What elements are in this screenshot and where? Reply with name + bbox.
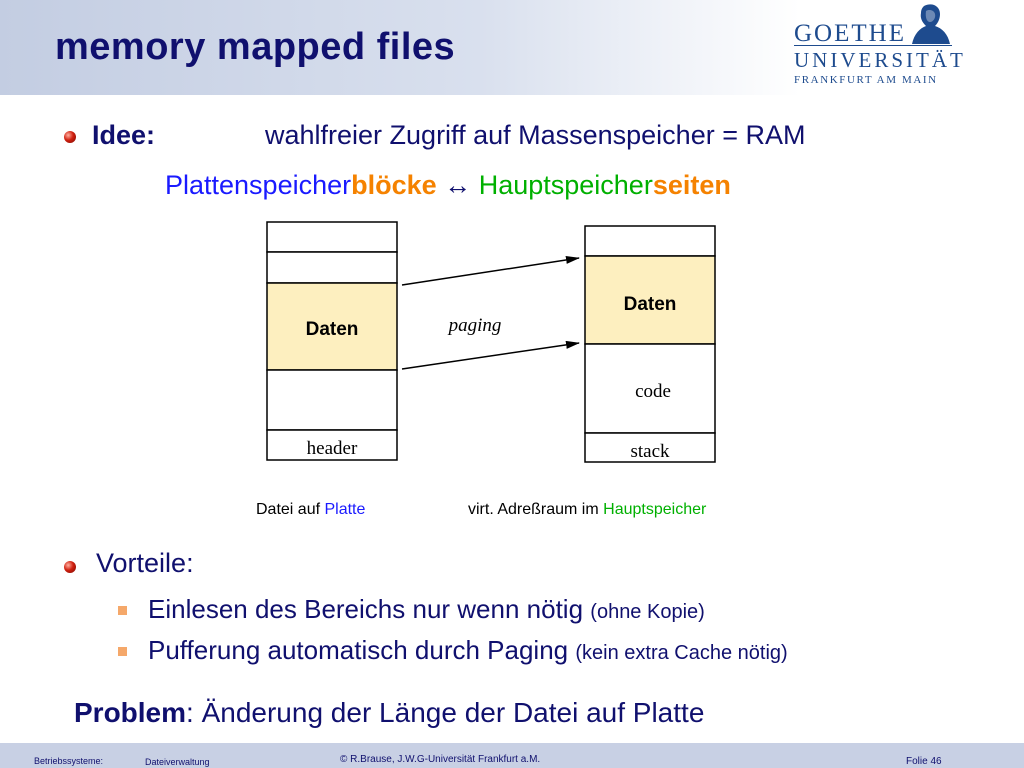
code-label: code — [635, 381, 671, 402]
paging-arrow-bottom — [401, 340, 580, 370]
vorteile-heading: Vorteile: — [96, 548, 194, 579]
stack-block — [584, 432, 716, 463]
file-header-label: header — [307, 438, 358, 459]
plattenspeicher-text: Plattenspeicher — [165, 170, 352, 200]
caption-left-highlight: Platte — [324, 501, 366, 518]
stack-label: stack — [630, 441, 670, 462]
code-block — [584, 343, 716, 434]
caption-right-highlight: Hauptspeicher — [603, 501, 707, 518]
problem-text: : Änderung der Länge der Datei auf Platt… — [186, 697, 705, 728]
memory-data-label: Daten — [624, 294, 677, 315]
file-data-label: Daten — [306, 319, 359, 340]
file-data-block — [266, 282, 398, 371]
vorteil-item-2: Pufferung automatisch durch Paging (kein… — [148, 635, 788, 666]
logo-line-3: FRANKFURT AM MAIN — [794, 74, 938, 86]
paging-label: paging — [447, 315, 502, 336]
address-space-box: Daten code stack — [584, 225, 716, 463]
caption-right-prefix: virt. Adreßraum im — [468, 501, 604, 518]
bullet-ball-icon — [64, 131, 76, 143]
logo-rule — [794, 45, 952, 46]
vorteile-label: Vorteile — [96, 548, 187, 578]
memory-data-block — [584, 255, 716, 345]
vorteil-item-1: Einlesen des Bereichs nur wenn nötig (oh… — [148, 594, 705, 625]
footer-chapter: Dateiverwaltung — [145, 757, 210, 767]
vorteile-colon: : — [186, 548, 194, 578]
caption-left-prefix: Datei auf — [256, 501, 325, 518]
vorteil-item-1-note: (ohne Kopie) — [590, 601, 705, 623]
university-logo: GOETHE UNIVERSITÄT FRANKFURT AM MAIN — [794, 0, 984, 95]
vorteil-item-2-note: (kein extra Cache nötig) — [575, 642, 788, 664]
goethe-bust-icon — [912, 4, 950, 45]
footer-course: Betriebssysteme: — [34, 756, 104, 766]
slide-footer — [0, 743, 1024, 768]
file-box: Daten header — [266, 221, 398, 461]
hauptspeicher-text: Hauptspeicher — [478, 170, 653, 200]
vorteil-item-1-text: Einlesen des Bereichs nur wenn nötig — [148, 594, 591, 624]
file-header-block — [266, 429, 398, 461]
problem-label: Problem — [74, 697, 187, 728]
slide-header: memory mapped files GOETHE UNIVERSITÄT F… — [0, 0, 1024, 95]
footer-slide-number: Folie 46 — [906, 756, 942, 767]
bloecke-text: blöcke — [351, 170, 437, 200]
caption-file-on-disk: Datei auf Platte — [256, 501, 365, 519]
header-band — [0, 0, 800, 95]
idee-label: Idee: — [92, 120, 156, 150]
vorteil-item-2-text: Pufferung automatisch durch Paging — [148, 635, 576, 665]
slide-title: memory mapped files — [55, 26, 456, 68]
logo-line-1: GOETHE — [794, 20, 906, 47]
idee-text: wahlfreier Zugriff auf Massenspeicher = … — [265, 120, 806, 150]
logo-line-2: UNIVERSITÄT — [794, 48, 966, 72]
footer-copyright: © R.Brause, J.W.G-Universität Frankfurt … — [340, 754, 541, 765]
seiten-text: seiten — [652, 170, 731, 200]
bidirectional-arrow-icon: ↔ — [444, 170, 472, 200]
problem-line: Problem: Änderung der Länge der Datei au… — [74, 697, 704, 729]
idee-mapping-line: Plattenspeicherblöcke ↔ Hauptspeichersei… — [165, 170, 731, 201]
paging-arrow-top — [401, 256, 580, 286]
bullet-ball-icon — [64, 561, 76, 573]
square-bullet-icon — [118, 606, 127, 615]
square-bullet-icon — [118, 647, 127, 656]
caption-virtual-address-space: virt. Adreßraum im Hauptspeicher — [468, 501, 706, 519]
